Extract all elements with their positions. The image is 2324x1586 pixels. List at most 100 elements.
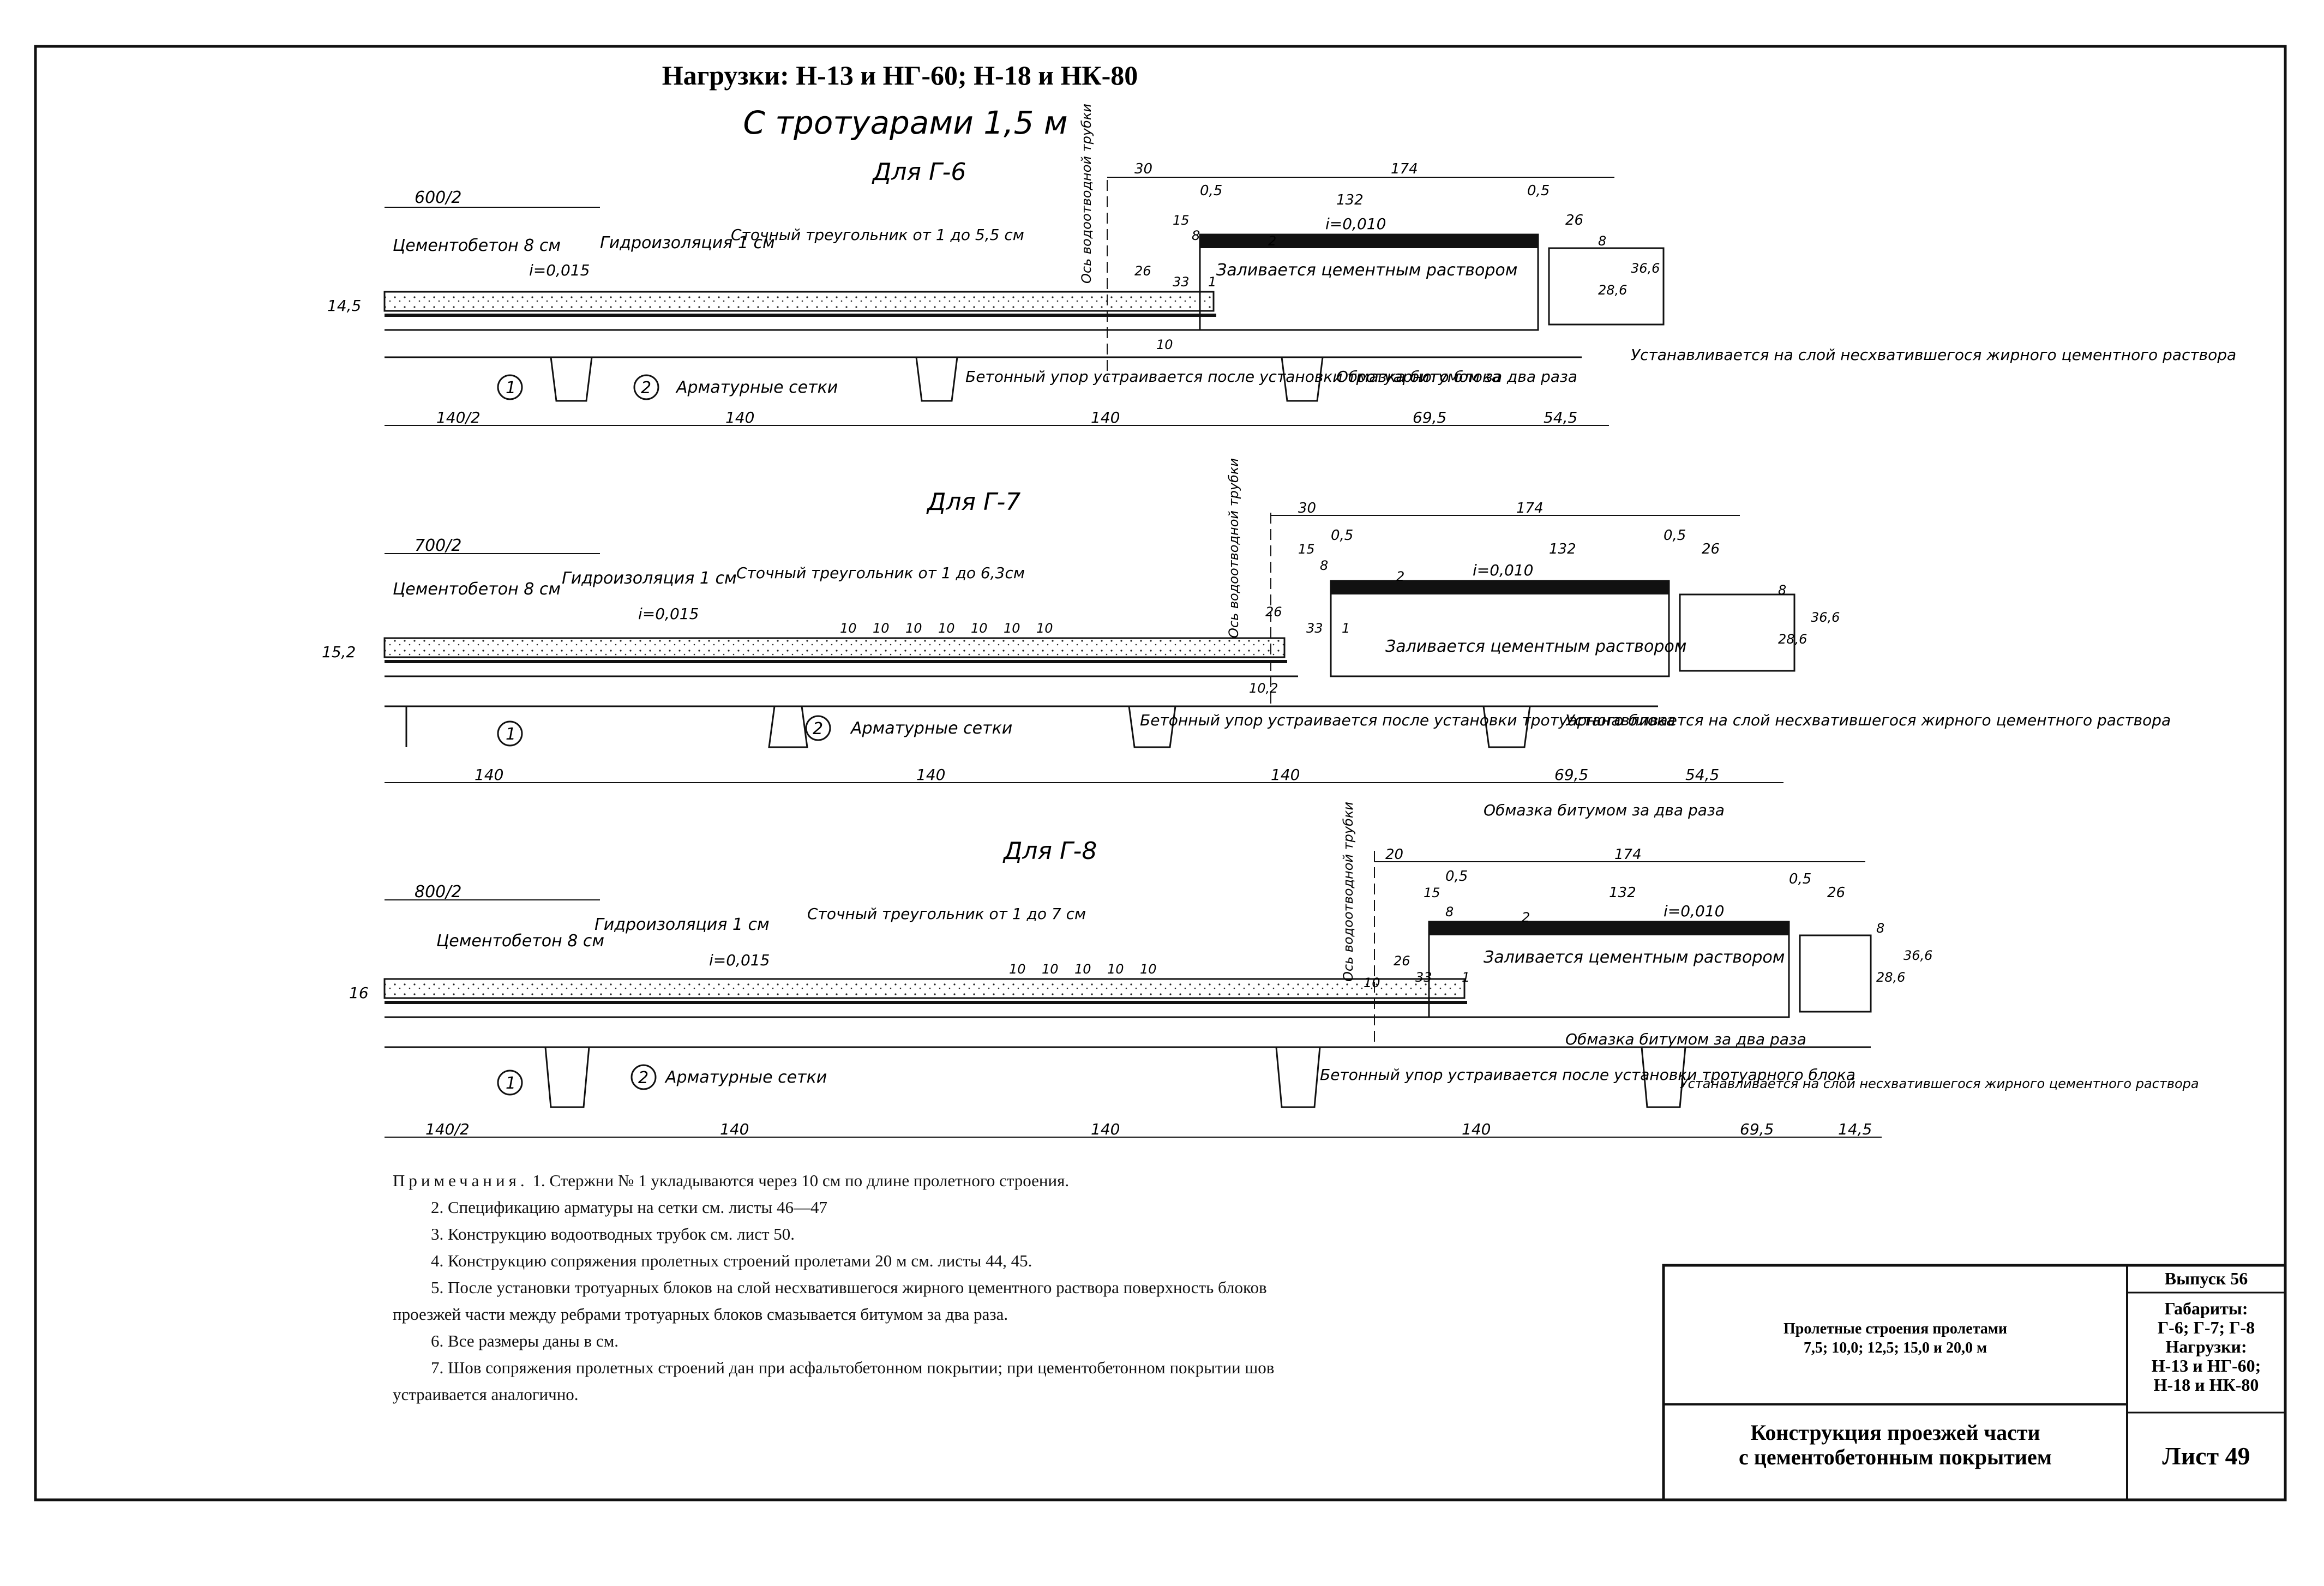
dim-label: 140 [1091,408,1120,426]
mesh-label: Арматурные сетки [675,378,838,397]
dim-label: 132 [1549,541,1576,557]
marker-1 [497,720,523,747]
loads-2: Н-18 и НК-80 [2154,1375,2259,1395]
thickness-dim: 15,2 [322,643,356,661]
loads-1: Н-13 и НГ-60; [2152,1356,2261,1375]
pour-label: Заливается цементным раствором [1216,261,1517,280]
drain-axis-label: Ось водоотводной трубки [1079,104,1094,284]
marker-1-label: 1 [506,1074,516,1093]
notes-block: Примечания. 1. Стержни № 1 укладываются … [393,1167,1293,1408]
install-label: Устанавливается на слой несхватившегося … [1631,346,2236,364]
dim-label: 8 [1778,582,1786,598]
dim-label: 26 [1565,212,1583,229]
dim-label: 8 [1445,904,1454,920]
dim-label: 1 [1342,621,1350,636]
dim-label: 36,6 [1631,261,1660,276]
page-title: Нагрузки: Н-13 и НГ-60; Н-18 и НК-80 [662,60,1138,91]
triangle-label: Сточный треугольник от 1 до 7 см [807,905,1086,923]
mesh-label: Арматурные сетки [664,1068,827,1087]
install-label: Устанавливается на слой несхватившегося … [1680,1076,2199,1091]
spacing-label: 10 [1074,962,1091,977]
section-label: Для Г-8 [1002,837,1097,865]
pour-label: Заливается цементным раствором [1484,948,1785,967]
note-text: 1. Стержни № 1 укладываются через 10 см … [532,1171,1070,1190]
dim-label: 54,5 [1544,408,1577,426]
dim-label: 33 [1415,970,1432,985]
note-4: 4. Конструкцию сопряжения пролетных стро… [431,1251,1032,1270]
spacing-label: 10 [1107,962,1124,977]
title-spans-2: 7,5; 10,0; 12,5; 15,0 и 20,0 м [1804,1339,1987,1356]
marker-2 [805,715,831,741]
dim-label: 33 [1173,274,1190,290]
dim-label: 8 [1598,233,1606,249]
dim-label: 26 [1702,541,1720,557]
marker-1-label: 1 [506,379,516,398]
concrete-label: Цементобетон 8 см [393,580,561,599]
section-g6: Для Г-6 [383,158,1665,426]
beam-rib [915,357,958,402]
dim-label: 1 [1462,970,1470,985]
dim-label: 8 [1192,228,1200,243]
spacing-label: 10 [1036,621,1053,636]
title-spans-1: Пролетные строения пролетами [1783,1320,2007,1337]
marker-1-label: 1 [506,725,516,744]
waterproof-label: Гидроизоляция 1 см [600,233,775,253]
slope-sidewalk: i=0,010 [1473,561,1533,579]
dim-label: 28,6 [1598,283,1627,298]
dim-label: 36,6 [1811,610,1840,625]
note-3: 3. Конструкцию водоотводных трубок см. л… [431,1224,795,1243]
slope-sidewalk: i=0,010 [1664,902,1724,920]
dim-label: 69,5 [1554,766,1588,784]
dim-label: 26 [1134,263,1151,279]
marker-2-label: 2 [638,1068,648,1088]
bitumen-label: Обмазка битумом за два раза [1565,1030,1806,1048]
waterproof-label: Гидроизоляция 1 см [562,569,737,588]
dim-label: 1 [1208,274,1216,290]
beam-rib [550,357,593,402]
beam-rib [1281,357,1324,402]
dim-label: 0,5 [1331,527,1353,544]
marker-1 [497,1070,523,1096]
section-label: Для Г-7 [926,488,1020,516]
dim-label: 10,2 [1249,681,1278,696]
spacing-label: 10 [905,621,922,636]
dim-label: 140/2 [436,408,481,426]
dim-label: 30 [1298,500,1316,516]
sidewalk-slab [1200,235,1538,248]
stop-label: Бетонный упор устраивается после установ… [1140,711,1676,729]
spacing-label: 10 [840,621,857,636]
drain-axis-label: Ось водоотводной трубки [1226,458,1241,638]
drain-axis-label: Ось водоотводной трубки [1341,802,1356,982]
dim-label: 69,5 [1413,408,1446,426]
half-width-dim: 800/2 [415,882,461,902]
dim-label: 54,5 [1685,766,1719,784]
dim-label: 33 [1306,621,1323,636]
thickness-dim: 14,5 [327,297,361,315]
bitumen-label: Обмазка битумом за два раза [1336,368,1577,386]
waterproof-label: Гидроизоляция 1 см [594,915,770,934]
title-name-2: с цементобетонным покрытием [1739,1445,2052,1469]
dim-label: 140/2 [425,1120,470,1138]
dim-label: 28,6 [1778,632,1807,647]
spacing-label: 10 [971,621,988,636]
install-label: Устанавливается на слой несхватившегося … [1565,711,2171,729]
dim-label: 8 [1320,558,1328,573]
dim-label: 174 [1614,846,1642,863]
sheet-number: Лист 49 [2162,1442,2250,1470]
spacing-label: 10 [1140,962,1157,977]
triangle-label: Сточный треугольник от 1 до 5,5 см [731,226,1024,244]
slope-label: i=0,015 [638,605,699,623]
dim-label: 8 [1876,921,1884,936]
dim-label: 174 [1391,161,1418,177]
dim-label: 140 [720,1120,749,1138]
half-width-dim: 700/2 [415,536,461,555]
dim-label: 14,5 [1838,1120,1872,1138]
dim-label: 20 [1385,846,1403,863]
dim-label: 140 [475,766,503,784]
dim-label: 26 [1827,885,1845,901]
bitumen-label: Обмазка битумом за два раза [1484,801,1725,819]
gabarits-label: Габариты: [2164,1299,2248,1318]
slope-label: i=0,015 [529,261,590,279]
dim-label: 10 [1156,337,1173,352]
